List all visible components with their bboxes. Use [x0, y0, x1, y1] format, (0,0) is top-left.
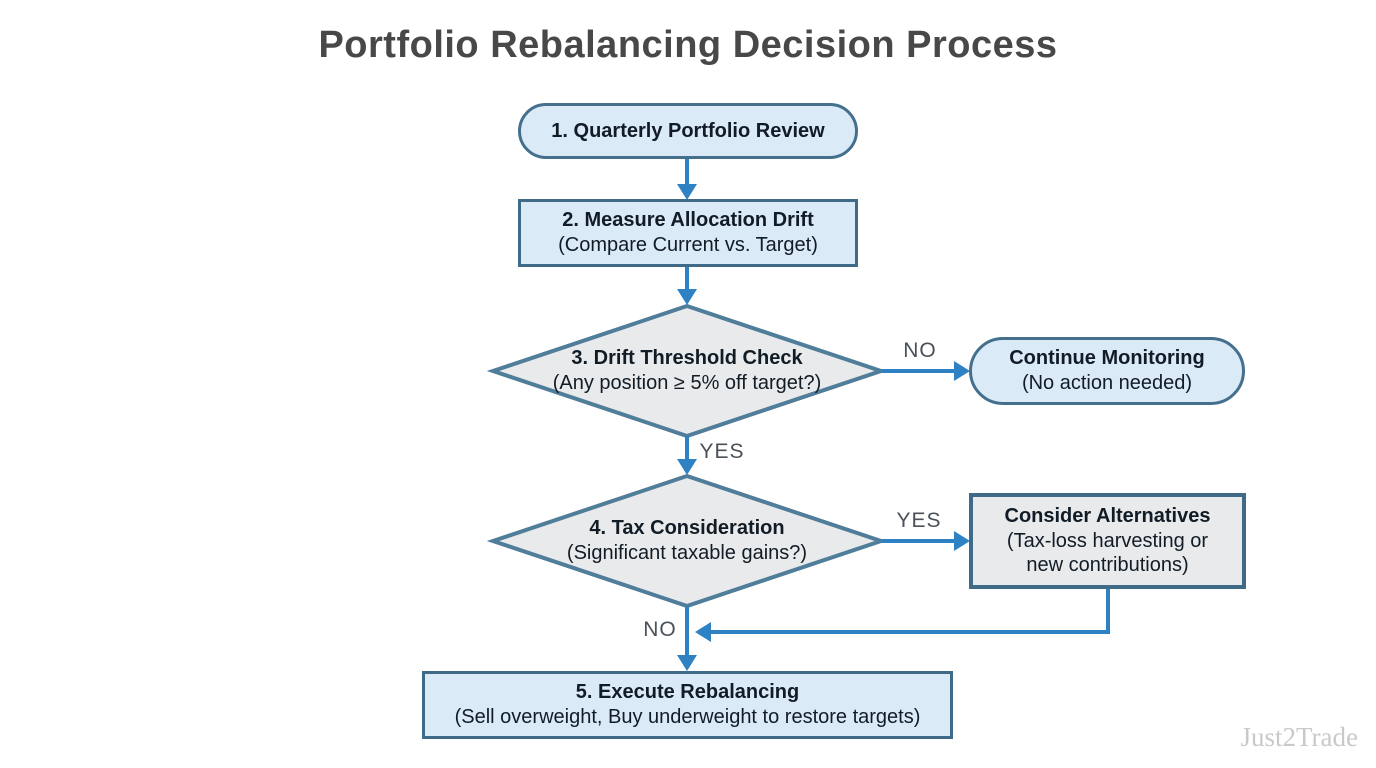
- node-consider-alternatives-subtitle-2: new contributions): [1026, 554, 1189, 577]
- edge-label-threshold-yes: YES: [699, 440, 745, 463]
- watermark-just2trade: Just2Trade: [1240, 722, 1358, 752]
- node-continue-monitoring: Continue Monitoring (No action needed): [969, 337, 1245, 405]
- node-quarterly-review: 1. Quarterly Portfolio Review: [518, 103, 858, 159]
- arrow-tax-yes-consider: [881, 531, 970, 551]
- node-quarterly-review-label: 1. Quarterly Portfolio Review: [551, 119, 825, 142]
- node-measure-drift-title: 2. Measure Allocation Drift: [562, 209, 814, 232]
- page-title: Portfolio Rebalancing Decision Process: [318, 24, 1058, 66]
- node-drift-threshold-title: 3. Drift Threshold Check: [571, 347, 803, 370]
- edge-label-threshold-no: NO: [903, 339, 937, 362]
- arrow-threshold-yes-tax: [677, 436, 697, 475]
- node-consider-alternatives-subtitle-1: (Tax-loss harvesting or: [1006, 529, 1209, 552]
- node-drift-threshold-check: 3. Drift Threshold Check (Any position ≥…: [493, 306, 881, 436]
- node-consider-alternatives: Consider Alternatives (Tax-loss harvesti…: [969, 493, 1246, 589]
- arrow-step1-step2: [677, 159, 697, 200]
- edge-label-tax-yes: YES: [896, 509, 942, 532]
- node-execute-rebalancing-subtitle: (Sell overweight, Buy underweight to res…: [454, 706, 921, 728]
- node-consider-alternatives-title: Consider Alternatives: [1004, 504, 1211, 527]
- node-tax-consideration-title: 4. Tax Consideration: [589, 517, 785, 540]
- node-execute-rebalancing-title: 5. Execute Rebalancing: [575, 681, 800, 704]
- arrow-tax-no-step5: [677, 606, 697, 671]
- node-continue-monitoring-subtitle: (No action needed): [1021, 372, 1193, 394]
- edge-label-tax-no: NO: [643, 618, 677, 641]
- arrow-step2-step3: [677, 267, 697, 305]
- node-tax-consideration-subtitle: (Significant taxable gains?): [566, 542, 808, 564]
- arrow-threshold-no-continue: [881, 361, 970, 381]
- arrow-consider-merge: [695, 589, 1110, 642]
- node-drift-threshold-subtitle: (Any position ≥ 5% off target?): [552, 372, 822, 394]
- node-continue-monitoring-title: Continue Monitoring: [1009, 347, 1205, 370]
- node-measure-drift: 2. Measure Allocation Drift (Compare Cur…: [518, 199, 858, 267]
- node-execute-rebalancing: 5. Execute Rebalancing (Sell overweight,…: [422, 671, 953, 739]
- node-tax-consideration: 4. Tax Consideration (Significant taxabl…: [493, 476, 881, 606]
- node-measure-drift-subtitle: (Compare Current vs. Target): [558, 234, 818, 256]
